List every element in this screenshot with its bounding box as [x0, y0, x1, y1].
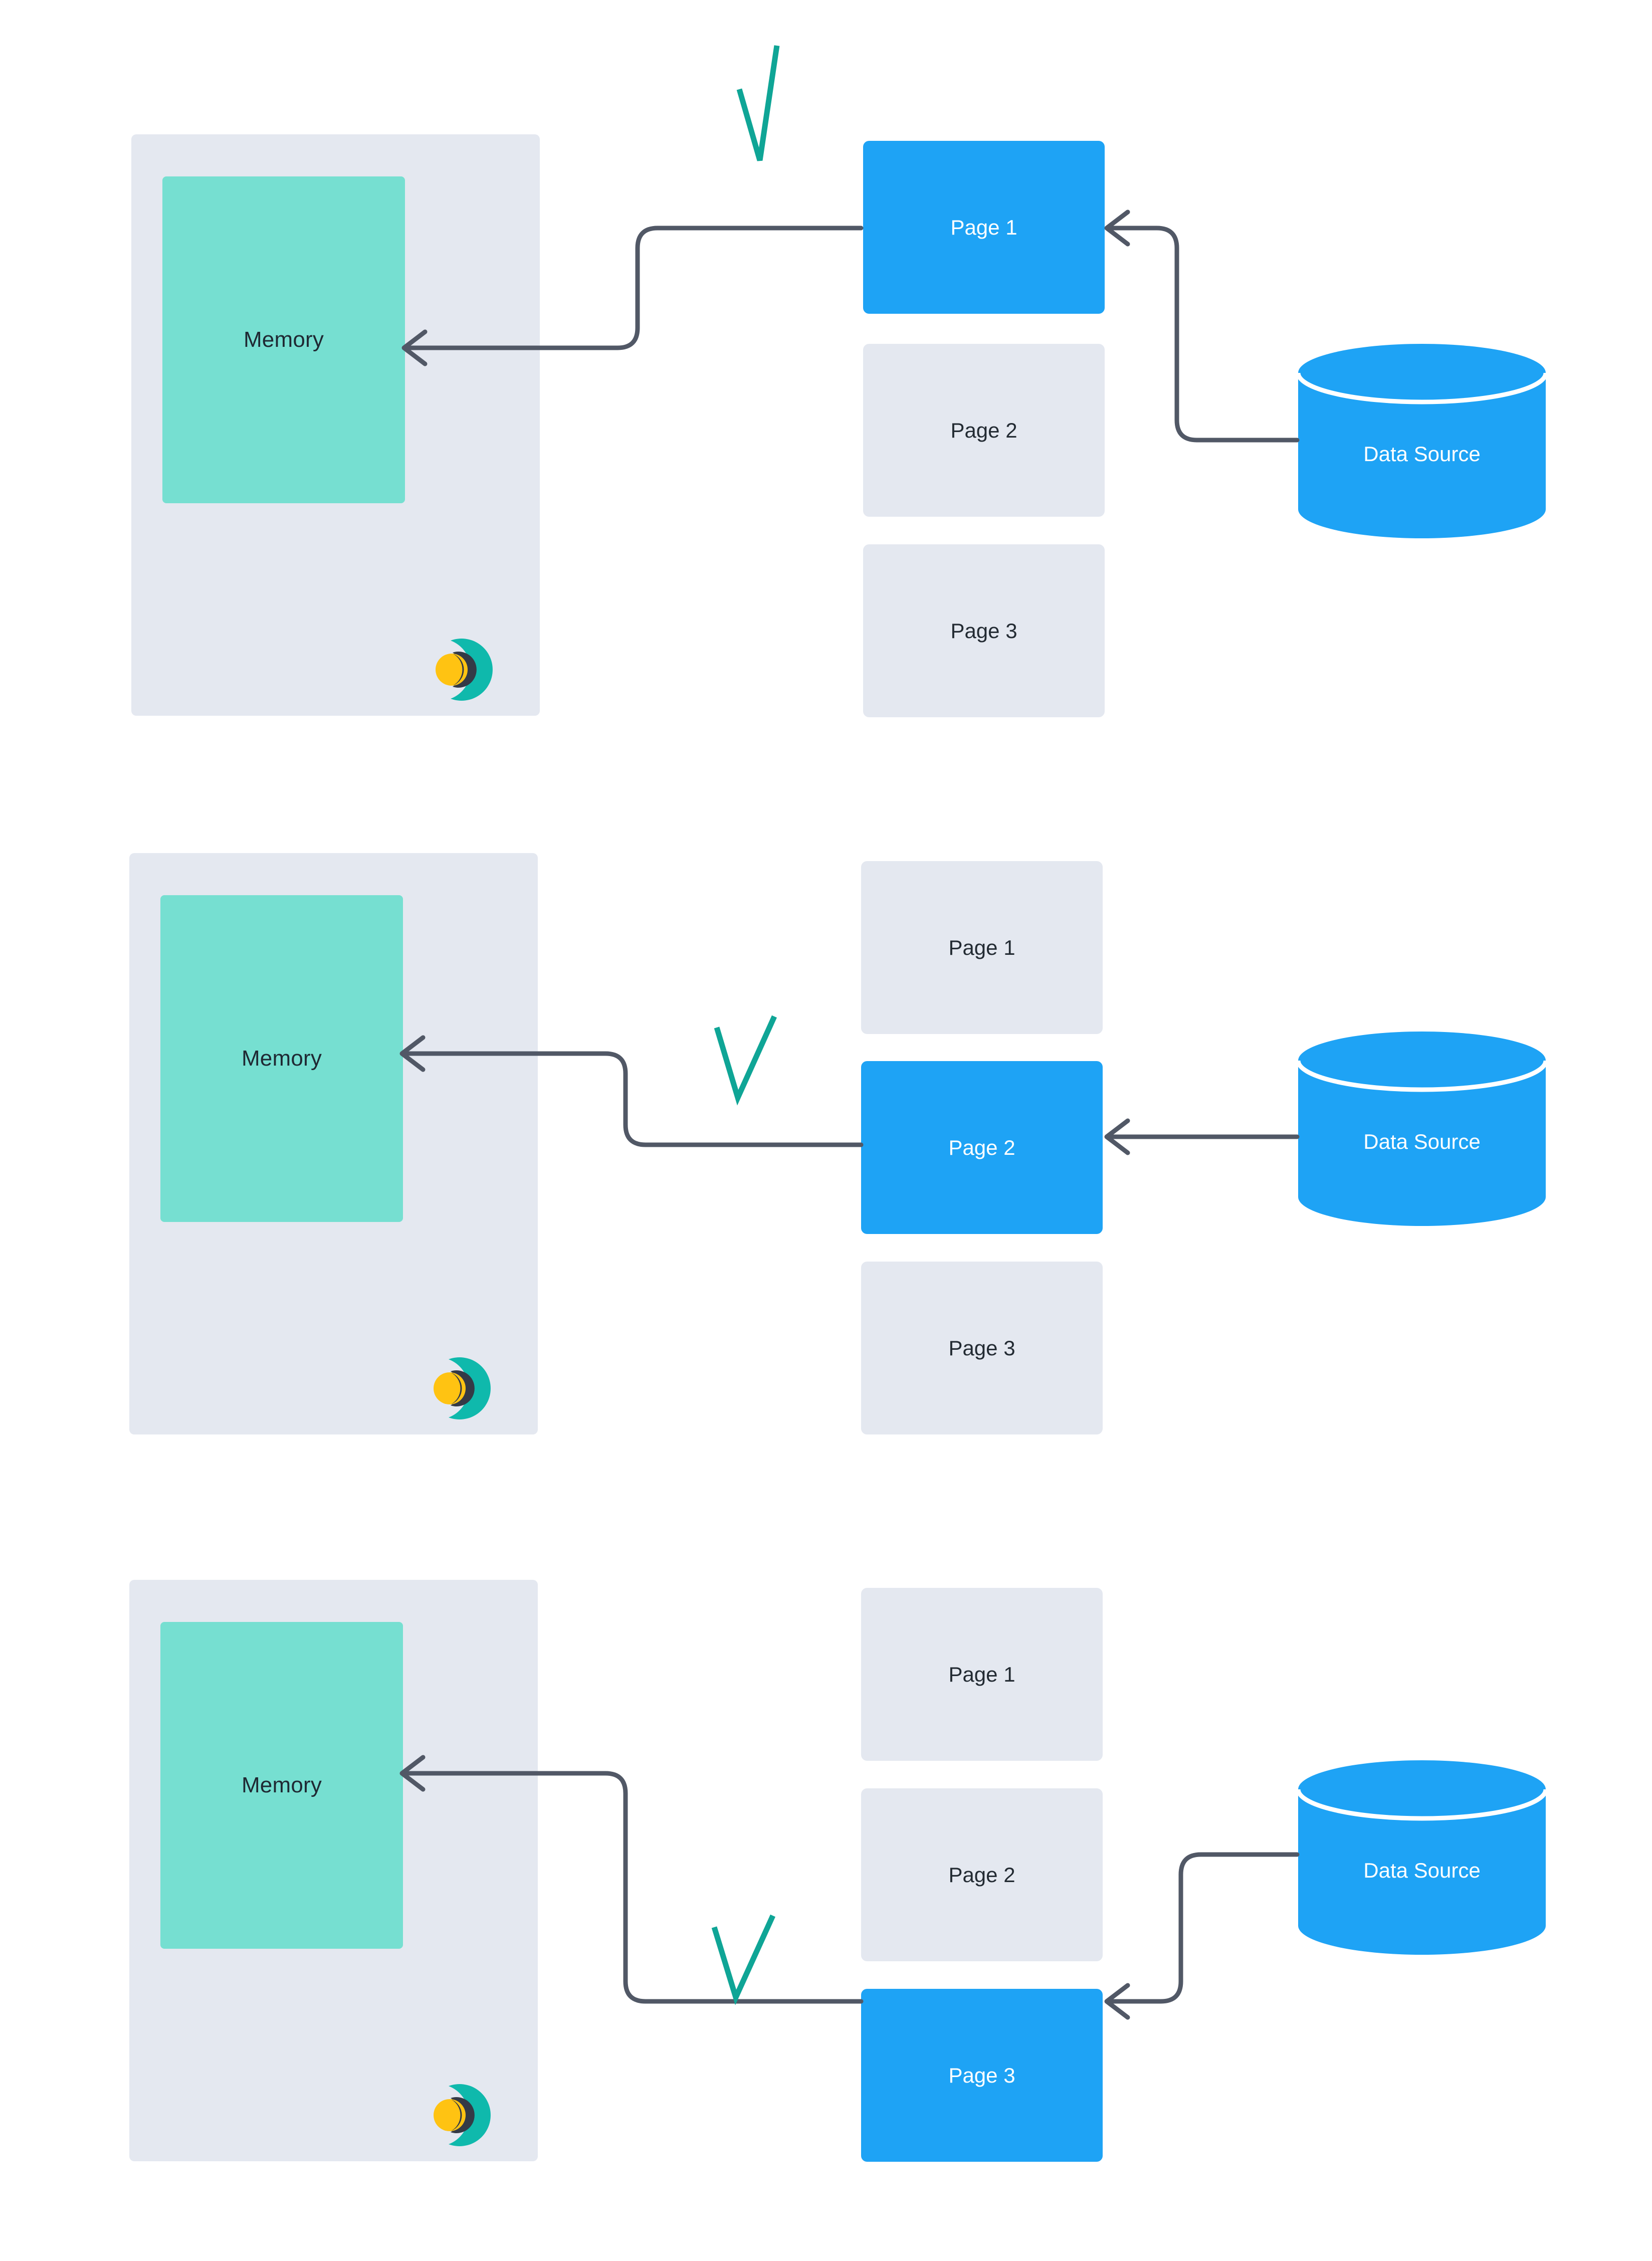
memory-block-2: Memory	[160, 895, 403, 1222]
page-card-3-3[interactable]: Page 3	[861, 1989, 1103, 2162]
page-card-2-3[interactable]: Page 3	[861, 1262, 1103, 1434]
database-cylinder-1[interactable]: Data Source	[1296, 343, 1548, 539]
checkmark-icon-2	[714, 1015, 777, 1106]
database-cylinder-2[interactable]: Data Source	[1296, 1031, 1548, 1227]
page-label: Page 3	[948, 1336, 1015, 1360]
checkmark-icon-1	[736, 45, 780, 161]
page-card-2-2[interactable]: Page 2	[861, 1061, 1103, 1234]
memory-block-1: Memory	[162, 176, 405, 503]
page-label: Page 3	[948, 2063, 1015, 2087]
page-label: Page 2	[948, 1135, 1015, 1159]
memory-label: Memory	[243, 327, 324, 352]
page-card-2-1[interactable]: Page 1	[861, 861, 1103, 1034]
page-card-1-2[interactable]: Page 2	[863, 344, 1105, 517]
memory-panel-2: Memory	[129, 853, 538, 1434]
datasource-label: Data Source	[1363, 1130, 1481, 1153]
datasource-label: Data Source	[1363, 1859, 1481, 1882]
checkmark-icon-3	[711, 1914, 776, 2005]
memory-panel-3: Memory	[129, 1580, 538, 2161]
datasource-label: Data Source	[1363, 442, 1481, 466]
brand-crescent-logo	[430, 637, 503, 703]
brand-crescent-logo	[428, 1355, 501, 1421]
memory-label: Memory	[241, 1773, 322, 1797]
page-label: Page 3	[950, 619, 1017, 643]
page-label: Page 1	[950, 215, 1017, 239]
page-card-3-2[interactable]: Page 2	[861, 1788, 1103, 1961]
page-label: Page 2	[950, 418, 1017, 442]
memory-panel-1: Memory	[131, 134, 540, 716]
page-card-1-1[interactable]: Page 1	[863, 141, 1105, 314]
page-card-3-1[interactable]: Page 1	[861, 1588, 1103, 1761]
memory-block-3: Memory	[160, 1622, 403, 1949]
arrow-datasource-to-page3-3	[1104, 1852, 1300, 2020]
page-label: Page 2	[948, 1863, 1015, 1887]
arrow-datasource-to-page1-1	[1104, 210, 1300, 443]
brand-crescent-logo	[428, 2082, 501, 2148]
page-label: Page 1	[948, 935, 1015, 959]
page-label: Page 1	[948, 1662, 1015, 1686]
page-card-1-3[interactable]: Page 3	[863, 544, 1105, 717]
database-cylinder-3[interactable]: Data Source	[1296, 1759, 1548, 1956]
memory-label: Memory	[241, 1046, 322, 1071]
arrow-datasource-to-page2-2	[1104, 1118, 1300, 1155]
